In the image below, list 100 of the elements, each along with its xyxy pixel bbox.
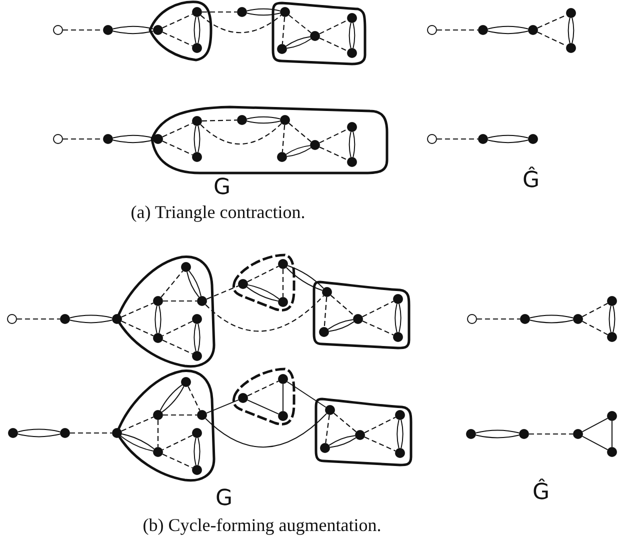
graph-edge (205, 295, 324, 332)
graph-edge (282, 16, 286, 44)
vertex (528, 25, 538, 35)
vertex (573, 429, 583, 439)
vertex (310, 31, 320, 41)
graph-edge (194, 16, 196, 44)
vertex (395, 448, 405, 458)
vertex (347, 13, 357, 23)
vertex (112, 314, 122, 324)
graph-edge (475, 430, 520, 434)
vertex (192, 43, 202, 53)
vertex (566, 8, 576, 18)
vertex (280, 7, 290, 17)
graph-edge (362, 300, 394, 318)
graph-edge (162, 434, 193, 450)
vertex (393, 294, 403, 304)
graph-edge (333, 412, 357, 432)
vertex (520, 314, 530, 324)
graph-edge (475, 434, 520, 438)
vertex (310, 140, 320, 150)
graph-edge (288, 14, 312, 34)
graph-edge (163, 300, 197, 302)
graph-edge (202, 120, 238, 122)
open-vertex (427, 134, 437, 144)
vertex (466, 429, 476, 439)
graph-edge (160, 270, 184, 298)
graph-edge (477, 318, 520, 320)
graph-edge (612, 305, 616, 333)
graph-edge (206, 399, 239, 414)
graph-edge (348, 131, 352, 158)
graph-edge (17, 434, 61, 438)
vertex (237, 7, 247, 17)
vertex (192, 7, 202, 17)
graph-edge (394, 303, 398, 333)
graph-edge (162, 140, 193, 156)
vertex (528, 134, 538, 144)
vertex (153, 134, 163, 144)
graph-edge (286, 381, 326, 408)
graph-edge (364, 416, 396, 434)
graph-edge (352, 131, 356, 158)
vertex (280, 115, 290, 125)
graph-edge (529, 433, 573, 435)
graph-edge (202, 11, 237, 13)
vertex (607, 296, 617, 306)
graph-edge (17, 428, 61, 432)
graph-edge (537, 32, 567, 46)
vertex (153, 410, 163, 420)
graph-edge (121, 416, 154, 432)
graph-edge (324, 296, 328, 328)
vertex (112, 428, 122, 438)
graph-edge (205, 413, 328, 448)
vertex (320, 443, 330, 453)
vertex (192, 428, 202, 438)
vertex (573, 314, 583, 324)
vertex (278, 411, 288, 421)
vertex (153, 296, 163, 306)
graph-edge (246, 8, 281, 12)
graph-edge (437, 29, 478, 31)
graph-edge (112, 26, 154, 30)
vertex (607, 447, 617, 457)
graph-edge (608, 305, 612, 333)
graph-edge (200, 123, 282, 144)
graph-edge (158, 305, 162, 334)
vertex (197, 410, 207, 420)
vertex (103, 134, 113, 144)
graph-edge (194, 125, 196, 153)
graph-edge (121, 320, 154, 336)
graph-edge (162, 454, 193, 468)
vertex (395, 410, 405, 420)
graph-edge (325, 414, 330, 444)
graph-edge (572, 17, 574, 44)
graph-edge (247, 380, 279, 396)
graph-edge (487, 140, 529, 144)
vertex (607, 411, 617, 421)
graph-edge (582, 436, 608, 450)
graph-edge (537, 14, 567, 28)
graph-edge (529, 320, 574, 324)
vertex (607, 332, 617, 342)
vertex (60, 314, 70, 324)
graph-edge (17, 318, 60, 320)
graph-edge (282, 124, 286, 152)
vertex (192, 465, 202, 475)
vertex (153, 25, 163, 35)
open-vertex (427, 25, 437, 35)
graph-edge (288, 122, 312, 142)
vertex (278, 259, 288, 269)
vertex (393, 332, 403, 342)
vertex (319, 327, 329, 337)
graph-edge (246, 116, 281, 120)
graph-edge (198, 437, 200, 466)
vertex (153, 333, 163, 343)
vertex (237, 115, 247, 125)
graph-edge (348, 22, 352, 49)
graph-edge (198, 323, 200, 352)
open-vertex (467, 314, 477, 324)
vertex (153, 447, 163, 457)
graph-edge (487, 26, 529, 30)
graph-edge (200, 14, 282, 34)
graph-edge (157, 420, 159, 447)
graph-edge (154, 305, 158, 334)
